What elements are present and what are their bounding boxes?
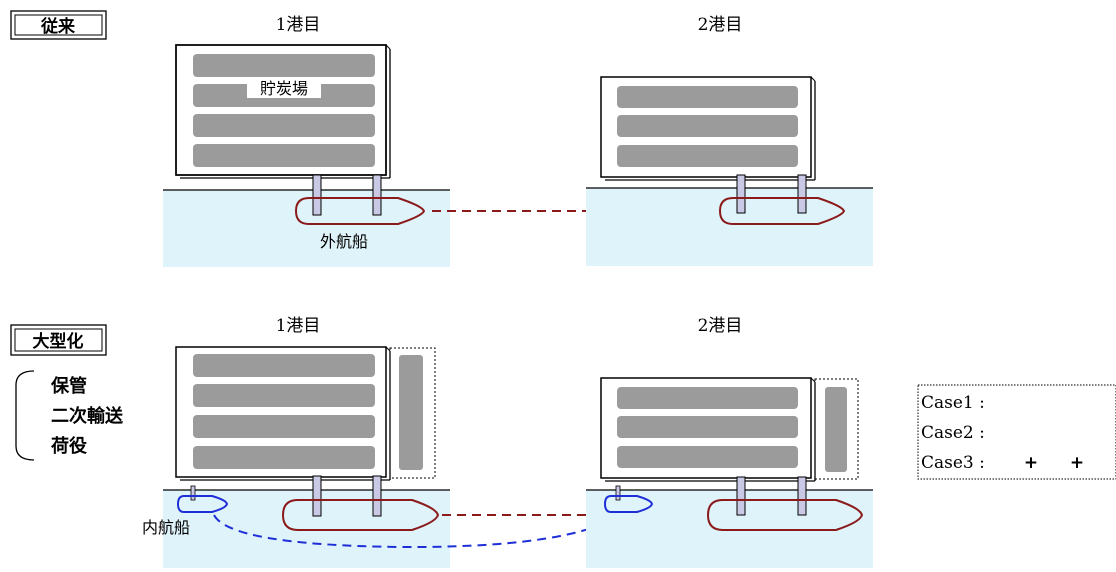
port1-top-label: 1港目 [276,15,321,35]
ocean-ship [294,197,426,225]
stockpile [617,86,798,108]
ocean-ship [718,197,846,225]
case3-plus-2: + [1070,453,1084,473]
larger-label-box: 大型化 [10,324,107,356]
stockpile [617,145,798,167]
conventional-label-box: 従来 [10,10,107,40]
case2-label: Case2 : [921,423,985,443]
coal-yard-label: 貯炭場 [260,79,308,98]
port2-top [586,76,873,266]
stockpile [617,446,798,468]
stockpile [617,115,798,137]
pier [312,475,322,517]
case3-plus-1: + [1024,453,1038,473]
port1-top: 貯炭場 外航船 [163,44,450,267]
pier [372,475,382,517]
port2-top-label: 2港目 [698,15,743,35]
stockpile [193,354,375,377]
water-area [163,190,450,267]
ocean-ship-label: 外航船 [320,232,368,251]
port1-bottom-label: 1港目 [276,316,321,336]
port2-bottom [586,377,873,568]
pier [797,476,807,516]
bracket-item-storage: 保管 [50,375,87,397]
port2-bottom-label: 2港目 [698,316,743,336]
water-area [586,188,873,266]
section-larger: 大型化 保管 二次輸送 荷役 1港目 2港目 [10,316,1116,568]
stockpile [193,384,375,407]
stockpile [617,387,798,409]
coastal-ship-route-arrow [213,514,619,549]
bracket-item-secondary-transport: 二次輸送 [51,405,124,427]
stockpile [193,144,375,167]
pier [312,174,322,216]
pier [797,174,807,214]
case-legend: Case1 : Case2 : Case3 : + + [917,384,1116,480]
expansion-area [814,378,859,480]
pier [372,174,382,216]
stockpile [193,114,375,137]
pier [736,476,746,516]
stockpile [399,355,423,470]
ocean-ship [706,499,864,531]
case1-label: Case1 : [921,393,985,413]
coal-yard-label-bg [247,78,321,98]
stockpile [825,387,847,472]
ocean-ship [281,499,440,531]
section-conventional: 従来 1港目 2港目 貯炭場 [10,10,873,267]
stockpile [193,415,375,438]
coastal-ship [176,485,229,513]
coal-storage-yard: 貯炭場 [175,44,391,179]
coal-storage-yard [600,377,816,482]
stockpile [617,416,798,438]
expansion-area [389,347,436,479]
conventional-label: 従来 [40,16,76,37]
port1-bottom: 内航船 [142,346,450,568]
coal-storage-yard [175,346,391,481]
bracket-item-handling: 荷役 [51,435,87,457]
stockpile [193,446,375,469]
coastal-ship [603,485,654,513]
stockpile [193,54,375,77]
case3-label: Case3 : [921,453,985,473]
larger-label: 大型化 [33,331,84,352]
coastal-ship-label: 内航船 [142,518,190,537]
bracket [15,370,35,461]
pier [736,174,746,214]
coal-storage-yard [600,76,816,181]
